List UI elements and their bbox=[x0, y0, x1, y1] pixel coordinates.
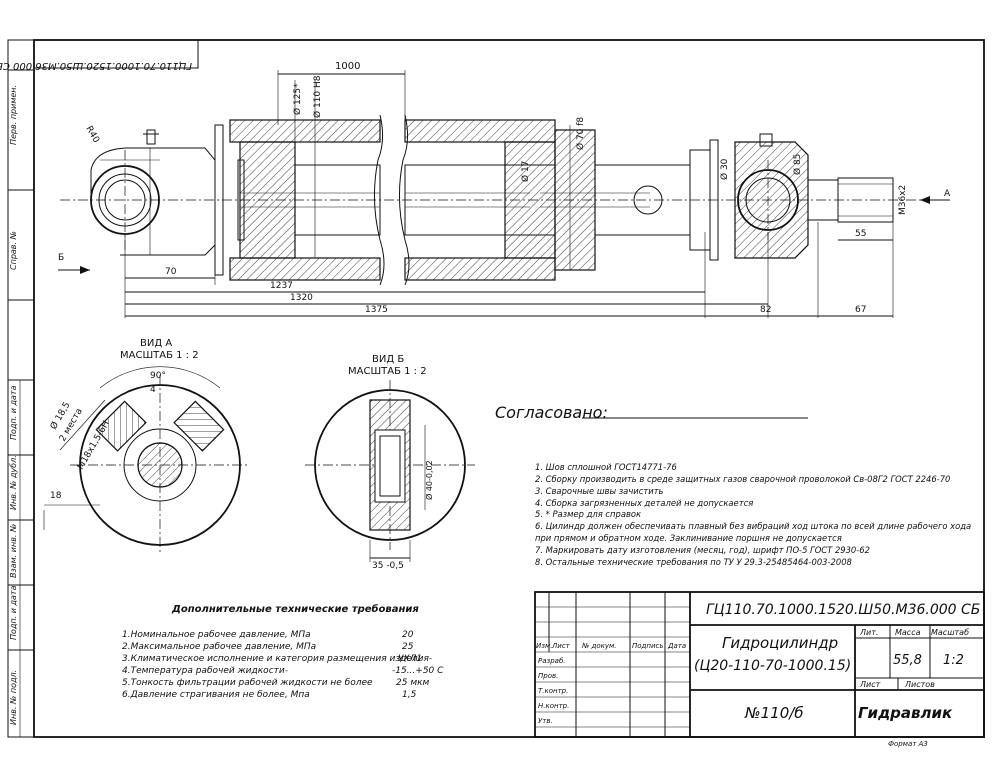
left-margin-labels: Перв. примен. Справ. № Подп. и дата Инв.… bbox=[9, 85, 18, 725]
agreed-block: Согласовано: bbox=[495, 403, 808, 422]
extra-req-label-3: 3.Климатическое исполнение и категория р… bbox=[122, 654, 432, 664]
arrow-a-label: А bbox=[944, 189, 951, 199]
rear-eye bbox=[90, 129, 216, 256]
tech-note-6: 6. Цилиндр должен обеспечивать плавный б… bbox=[535, 521, 971, 531]
title-block: Изм. Лист № докум. Подпись Дата Разраб. … bbox=[534, 591, 985, 748]
tb-role-checked: Пров. bbox=[538, 672, 558, 680]
cylinder-assembly: 1000 Ø 125* Ø 110 H8 Ø 70 f8 Ø 17 Ø 30 Ø… bbox=[58, 61, 951, 318]
tb-role-tcontrol: Т.контр. bbox=[538, 687, 568, 695]
dim-4: 4 bbox=[150, 385, 156, 395]
extra-req-title: Дополнительные технические требования bbox=[171, 603, 419, 615]
tb-sheet-label: Лист bbox=[859, 680, 881, 689]
dim-thread: М18х1,5-6Н bbox=[76, 419, 112, 471]
agreed-label: Согласовано: bbox=[495, 403, 608, 422]
margin-label-orig-inv: Инв. № подл. bbox=[9, 670, 18, 725]
extra-req-value-5: 25 мкм bbox=[396, 678, 430, 688]
tb-mass-label: Масса bbox=[895, 628, 921, 637]
tb-scale-value: 1:2 bbox=[943, 653, 964, 668]
dim-stroke: 1000 bbox=[335, 61, 360, 72]
tech-note-8: 8. Остальные технические требования по Т… bbox=[535, 557, 852, 567]
stamp-mirrored-text: ГЦ110.70.1000.1520.Ш50.М36.000 СБ bbox=[0, 60, 192, 71]
tb-sheets-label: Листов bbox=[904, 680, 935, 689]
frame bbox=[7, 39, 985, 738]
tb-col-sign: Подпись bbox=[632, 642, 664, 650]
dimension-lines: 1000 Ø 125* Ø 110 H8 Ø 70 f8 Ø 17 Ø 30 Ø… bbox=[58, 61, 951, 318]
tech-note-6b: при прямом и обратном ходе. Заклинивание… bbox=[535, 533, 842, 543]
extra-req-value-6: 1,5 bbox=[402, 690, 417, 700]
view-a-scale: МАСШТАБ 1 : 2 bbox=[120, 350, 199, 361]
extra-req-value-1: 20 bbox=[402, 630, 414, 640]
tech-note-3: 3. Сварочные швы зачистить bbox=[535, 486, 664, 496]
tech-note-1: 1. Шов сплошной ГОСТ14771-76 bbox=[535, 462, 677, 472]
tb-format: Формат А3 bbox=[888, 740, 928, 748]
tb-doc-number: №110/б bbox=[744, 704, 804, 722]
dim-1320: 1320 bbox=[290, 293, 313, 303]
extra-req-label-2: 2.Максимальное рабочее давление, МПа bbox=[122, 642, 316, 652]
tb-name-line2: (Ц20-110-70-1000.15) bbox=[694, 658, 851, 674]
view-a-title: ВИД А bbox=[140, 338, 172, 349]
view-b-scale: МАСШТАБ 1 : 2 bbox=[348, 366, 427, 377]
tb-company: Гидравлик bbox=[858, 704, 953, 722]
margin-label-ref-no: Справ. № bbox=[9, 231, 18, 270]
tech-notes: 1. Шов сплошной ГОСТ14771-76 2. Сборку п… bbox=[535, 462, 971, 567]
cylinder-tube bbox=[214, 114, 596, 286]
extra-req-value-2: 25 bbox=[402, 642, 414, 652]
dim-70: 70 bbox=[165, 267, 177, 277]
tb-col-docno: № докум. bbox=[581, 642, 617, 650]
tech-note-2: 2. Сборку производить в среде защитных г… bbox=[535, 474, 950, 484]
dim-1237: 1237 bbox=[270, 281, 293, 291]
margin-label-sign-date-1: Подп. и дата bbox=[9, 385, 18, 440]
dim-1375: 1375 bbox=[365, 305, 388, 315]
dim-82: 82 bbox=[760, 305, 771, 315]
dim-m36: М36х2 bbox=[898, 185, 908, 215]
view-b-title: ВИД Б bbox=[372, 354, 404, 365]
tb-role-approved: Утв. bbox=[538, 717, 553, 725]
rod-eye bbox=[734, 133, 894, 259]
extra-req-value-4: -15...+50 С bbox=[392, 666, 444, 676]
dim-d110: Ø 110 H8 bbox=[312, 75, 323, 118]
view-a: ВИД А МАСШТАБ 1 : 2 90° 4 Ø 18,5 2 места… bbox=[43, 338, 250, 555]
tb-name-line1: Гидроцилиндр bbox=[722, 634, 838, 652]
dim-d125: Ø 125* bbox=[292, 83, 303, 115]
extra-req-label-1: 1.Номинальное рабочее давление, МПа bbox=[122, 630, 311, 640]
tb-mass-value: 55,8 bbox=[893, 653, 922, 668]
tb-scale-label: Масштаб bbox=[931, 628, 969, 637]
dim-d40: Ø 40-0,02 bbox=[424, 460, 434, 500]
margin-label-dup-inv: Инв. № дубл. bbox=[9, 455, 18, 510]
extra-req-label-5: 5.Тонкость фильтрации рабочей жидкости н… bbox=[122, 678, 373, 688]
margin-label-sign-date-2: Подп. и дата bbox=[9, 585, 18, 640]
tb-col-date: Дата bbox=[667, 642, 686, 650]
extra-req-label-4: 4.Температура рабочей жидкости- bbox=[122, 666, 288, 676]
extra-requirements: Дополнительные технические требования 1.… bbox=[122, 603, 444, 700]
mirrored-stamp: ГЦ110.70.1000.1520.Ш50.М36.000 СБ bbox=[0, 39, 199, 71]
dim-d30: Ø 30 bbox=[719, 158, 730, 180]
margin-label-replace-inv: Взам. инв. № bbox=[9, 524, 18, 578]
dim-35: 35 -0,5 bbox=[372, 561, 404, 571]
extra-req-label-6: 6.Давление страгивания не более, Мпа bbox=[122, 690, 310, 700]
dim-18: 18 bbox=[50, 491, 62, 501]
dim-67: 67 bbox=[855, 305, 866, 315]
tb-col-sheet: Лист bbox=[551, 642, 571, 650]
dim-angle90: 90° bbox=[150, 371, 166, 381]
margin-label-first-use: Перв. примен. bbox=[9, 85, 18, 145]
tb-role-developed: Разраб. bbox=[538, 657, 566, 665]
tech-note-5: 5. * Размер для справок bbox=[535, 509, 641, 519]
arrow-b-label: Б bbox=[58, 253, 64, 263]
dim-d17: Ø 17 bbox=[520, 161, 531, 182]
tb-designation: ГЦ110.70.1000.1520.Ш50.М36.000 СБ bbox=[706, 602, 980, 618]
tb-lit-label: Лит. bbox=[859, 628, 878, 637]
view-b: ВИД Б МАСШТАБ 1 : 2 Ø 40-0,02 35 -0,5 bbox=[305, 354, 475, 571]
dim-d85: Ø 85 bbox=[792, 154, 803, 175]
tb-role-ncontrol: Н.контр. bbox=[538, 702, 569, 710]
dim-d70: Ø 70 f8 bbox=[575, 117, 586, 150]
dim-r40: R40 bbox=[83, 125, 101, 146]
dim-55: 55 bbox=[855, 229, 866, 239]
rod-front bbox=[540, 139, 719, 261]
tb-col-change: Изм. bbox=[536, 642, 552, 650]
extra-req-value-3: УХЛ1 bbox=[398, 654, 422, 664]
tech-note-4: 4. Сборка загрязненных деталей не допуск… bbox=[535, 498, 753, 508]
tech-note-7: 7. Маркировать дату изготовления (месяц,… bbox=[535, 545, 870, 555]
